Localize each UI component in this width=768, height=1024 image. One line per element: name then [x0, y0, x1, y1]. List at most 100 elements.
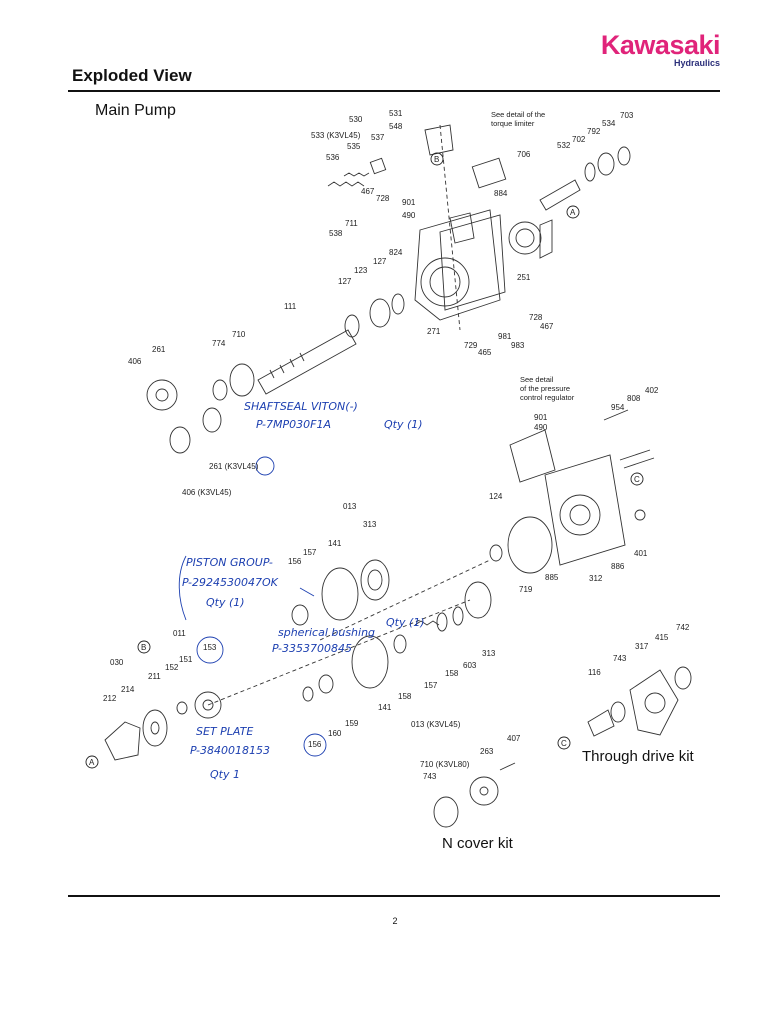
part-label: 742	[676, 623, 690, 632]
part-label: 160	[328, 729, 342, 738]
footer-rule	[68, 895, 720, 897]
o-ring-743-n	[433, 796, 459, 828]
part-label: 808	[627, 394, 641, 403]
pressure-regulator	[509, 429, 556, 483]
set-plate-note: SET PLATE	[196, 725, 253, 738]
valve-plate-313	[464, 581, 492, 619]
o-ring-719	[507, 516, 553, 574]
part-label: 271	[427, 327, 441, 336]
part-label: 901	[402, 198, 416, 207]
part-label: 313	[482, 649, 496, 658]
torque-limiter-note-1: See detail of the	[491, 110, 545, 119]
part-label: 702	[572, 135, 586, 144]
set-plate-part-number: P-3840018153	[190, 744, 270, 757]
brand-logo: Kawasaki Hydraulics	[560, 30, 721, 68]
part-label: 261	[152, 345, 166, 354]
part-label: 312	[589, 574, 603, 583]
part-label: 901	[534, 413, 548, 422]
shaft-532	[539, 179, 581, 211]
callout-a-right: A	[570, 208, 576, 217]
part-label: 728	[529, 313, 543, 322]
part-label: 465	[478, 348, 492, 357]
part-label: 467	[361, 187, 375, 196]
spherical-bushing-qty: Qty (1)	[386, 616, 425, 629]
o-ring-743	[610, 701, 626, 723]
torque-limiter-note-2: torque limiter	[491, 119, 535, 128]
part-label: 792	[587, 127, 601, 136]
part-label: 158	[398, 692, 412, 701]
part-label: 127	[373, 257, 387, 266]
part-label: 030	[110, 658, 124, 667]
part-label: 157	[303, 548, 317, 557]
page-number: 2	[392, 916, 398, 926]
pressure-regulator-note-3: control regulator	[520, 393, 575, 402]
part-label: 728	[376, 194, 390, 203]
part-label: 530	[349, 115, 363, 124]
section-label: Main Pump	[95, 102, 176, 119]
bracket-548	[424, 124, 454, 156]
part-label: 159	[345, 719, 359, 728]
piston-group-note: PISTON GROUP-	[186, 556, 273, 569]
spring-536	[327, 181, 365, 187]
part-number-labels: 531 530 548 533 (K3VL45) 537 535 536 467…	[103, 109, 690, 781]
piston-group-part-number: P-2924530047OK	[182, 576, 279, 589]
part-label: 153	[203, 643, 217, 652]
part-label: 124	[489, 492, 503, 501]
part-label: 490	[402, 211, 416, 220]
part-label: 402	[645, 386, 659, 395]
part-label: 317	[635, 642, 649, 651]
brand-name: Kawasaki	[600, 30, 721, 60]
handwritten-notes: SHAFTSEAL VITON(-) P-7MP030F1A Qty (1) P…	[182, 400, 425, 781]
shaft-seal-note: SHAFTSEAL VITON(-)	[244, 400, 358, 413]
callout-c-right: C	[634, 475, 640, 484]
part-label: 538	[329, 229, 343, 238]
part-label: 157	[424, 681, 438, 690]
part-label: 212	[103, 694, 117, 703]
part-label: 885	[545, 573, 559, 582]
shaft-seal-part-number: P-7MP030F1A	[256, 418, 331, 431]
part-label: 983	[511, 341, 525, 350]
part-label: 156	[308, 740, 322, 749]
callout-c-drive: C	[561, 739, 567, 748]
part-label: 214	[121, 685, 135, 694]
part-label: 011	[173, 629, 186, 638]
cylinder-block-upper	[321, 567, 359, 621]
swash-plate-212	[104, 721, 141, 761]
n-cover-plate	[469, 776, 499, 806]
coupling-116	[587, 709, 615, 737]
part-label: 711	[345, 219, 358, 228]
rear-cover-312	[544, 454, 626, 566]
main-shaft-111	[257, 329, 357, 395]
part-label: 743	[613, 654, 627, 663]
part-label: 535	[347, 142, 361, 151]
cylinder-block-lower	[351, 635, 389, 689]
part-label: 141	[328, 539, 342, 548]
part-label: 111	[284, 302, 297, 311]
part-label: 211	[148, 672, 161, 681]
part-label: 127	[338, 277, 352, 286]
part-label: 406 (K3VL45)	[182, 488, 232, 497]
part-label: 548	[389, 122, 403, 131]
part-label: 706	[517, 150, 531, 159]
through-drive-flange	[629, 669, 679, 736]
bearing-251	[508, 221, 542, 255]
part-label: 824	[389, 248, 403, 257]
shaft-seal-774	[212, 379, 228, 401]
part-label: 710 (K3VL80)	[420, 760, 470, 769]
part-label: 313	[363, 520, 377, 529]
page-title: Exploded View	[72, 66, 192, 85]
piston-group-qty: Qty (1)	[206, 596, 245, 609]
part-label: 263	[480, 747, 494, 756]
part-label: 954	[611, 403, 625, 412]
part-label: 729	[464, 341, 478, 350]
part-label: 141	[378, 703, 392, 712]
part-label: 013 (K3VL45)	[411, 720, 461, 729]
snap-ring-406	[169, 426, 191, 454]
part-label: 251	[517, 273, 531, 282]
pressure-regulator-note-2: of the pressure	[520, 384, 570, 393]
part-label: 406	[128, 357, 142, 366]
shaft-seal-qty: Qty (1)	[384, 418, 423, 431]
o-ring-710	[229, 363, 255, 397]
